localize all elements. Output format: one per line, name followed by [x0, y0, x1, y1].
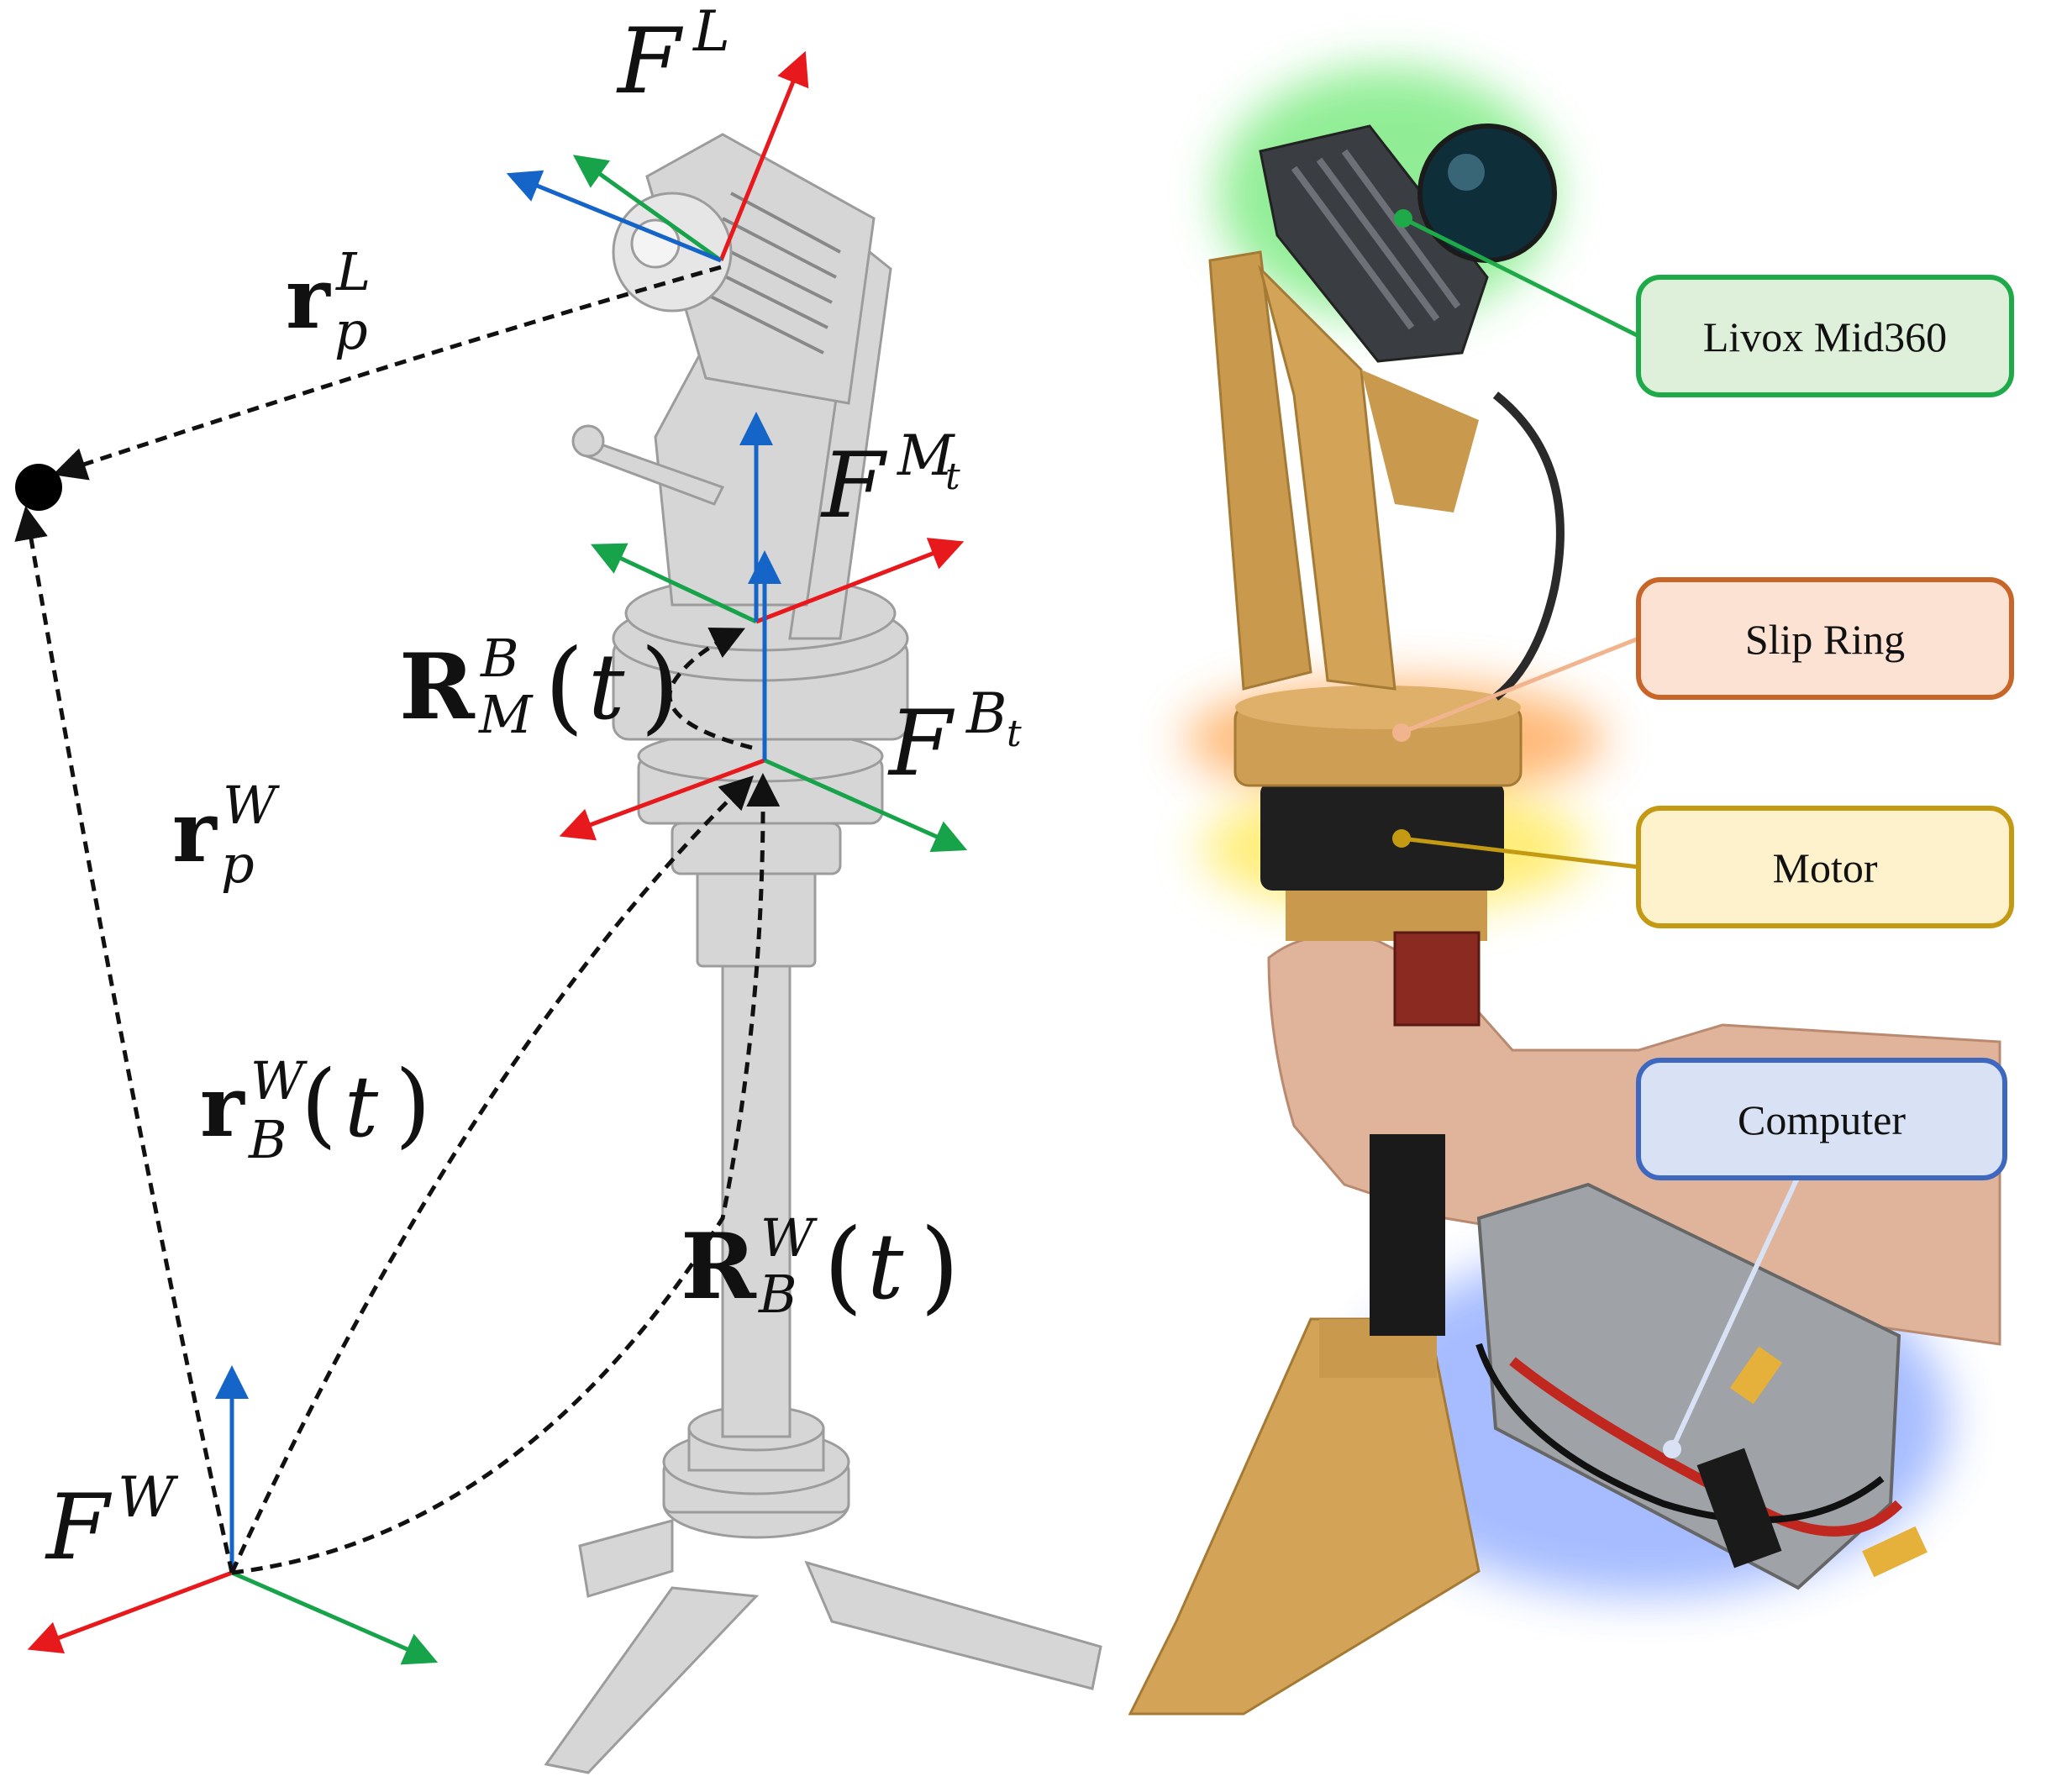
- frame-sup: B: [965, 681, 1007, 746]
- label-computer: Computer: [1738, 1096, 1906, 1143]
- paren-close: ): [920, 1208, 960, 1325]
- vector-sup: W: [223, 775, 280, 836]
- frame-subsup: t: [1007, 712, 1022, 755]
- frame-label-world: F W: [45, 1465, 179, 1580]
- frame-motor-axes: [590, 412, 965, 624]
- vector-sup: L: [335, 241, 371, 302]
- vector-base: r: [286, 249, 331, 348]
- motor-part: [1260, 781, 1504, 891]
- device-photo: [1128, 67, 2001, 1716]
- vector-sub: B: [248, 1109, 287, 1170]
- callout-lidar: Livox Mid360: [1394, 209, 2014, 397]
- point-p: [15, 464, 62, 511]
- label-slip-ring: Slip Ring: [1745, 616, 1905, 663]
- frame-sup: L: [692, 0, 730, 64]
- vector-sub: B: [758, 1264, 797, 1325]
- frame-subsup: t: [945, 455, 960, 498]
- vector-label-r-p-W: r W p: [172, 775, 280, 895]
- frame-body-axes: [559, 550, 968, 853]
- frame-label-body: F B t: [887, 681, 1022, 796]
- frame-base: F: [820, 434, 888, 539]
- vector-sub: M: [478, 684, 534, 745]
- vector-sub: p: [334, 300, 368, 361]
- vector-r-p-L: [52, 265, 722, 481]
- paren-open: (: [301, 1050, 337, 1158]
- vector-sub: p: [221, 833, 255, 895]
- label-box-slip-ring: [1636, 577, 2014, 700]
- vector-label-r-p-L: r L p: [286, 241, 371, 361]
- lidar-part: [1259, 124, 1489, 363]
- frame-base: F: [887, 691, 955, 796]
- cad-model: [544, 133, 1102, 1774]
- vector-sup: B: [480, 628, 519, 689]
- label-motor: Motor: [1773, 844, 1878, 891]
- lidar-x-axis: [718, 50, 809, 261]
- paren-open: (: [823, 1208, 863, 1325]
- motor-x-axis: [755, 538, 965, 624]
- vector-r-B-W: [229, 775, 755, 1574]
- frame-sup: W: [118, 1465, 179, 1530]
- frame-label-motor: F M t: [820, 423, 960, 539]
- paren-close: ): [395, 1050, 431, 1158]
- vector-arg: t: [344, 1058, 379, 1156]
- body-x-axis: [559, 758, 765, 841]
- frame-base: F: [616, 9, 684, 114]
- vector-label-r-B-W-t: r W B ( t ): [200, 1050, 431, 1170]
- paren-open: (: [544, 628, 584, 745]
- body-y-axis: [763, 758, 968, 853]
- computer-part: [1476, 1182, 1901, 1590]
- lidar-y-axis: [572, 155, 723, 263]
- vector-label-R-B-W-t: R W B ( t ): [681, 1207, 960, 1325]
- label-box-motor: [1636, 806, 2014, 928]
- callout-computer: Computer: [1636, 1058, 2007, 1458]
- label-lidar: Livox Mid360: [1703, 313, 1947, 360]
- paren-close: ): [640, 628, 680, 745]
- frame-world-axes: [27, 1365, 439, 1665]
- world-x-axis: [27, 1570, 233, 1654]
- vector-sup: W: [760, 1207, 818, 1269]
- frame-lidar-axes: [506, 50, 809, 263]
- motor-y-axis: [590, 543, 758, 624]
- frame-base: F: [45, 1475, 113, 1580]
- callout-slip-ring: Slip Ring: [1392, 577, 2014, 742]
- callout-motor: Motor: [1392, 806, 2014, 928]
- vector-R-M-B: [667, 628, 753, 750]
- vector-base: R: [399, 634, 476, 740]
- vector-base: r: [200, 1057, 245, 1156]
- vector-base: r: [172, 782, 218, 881]
- label-box-computer: [1636, 1058, 2007, 1180]
- vector-label-R-M-B-t: R B M ( t ): [399, 628, 680, 745]
- vector-base: R: [681, 1214, 757, 1320]
- vector-r-p-W: [14, 506, 234, 1574]
- vector-arg: t: [867, 1215, 904, 1320]
- vector-R-B-W: [231, 773, 781, 1575]
- world-y-axis: [230, 1570, 439, 1665]
- lidar-z-axis: [506, 170, 722, 263]
- vector-arg: t: [588, 635, 625, 740]
- frame-sup: M: [897, 423, 955, 488]
- dashed-vectors: [14, 265, 781, 1575]
- vector-sup: W: [250, 1050, 308, 1111]
- frame-label-lidar: F L: [616, 0, 730, 114]
- label-box-lidar: [1636, 275, 2014, 397]
